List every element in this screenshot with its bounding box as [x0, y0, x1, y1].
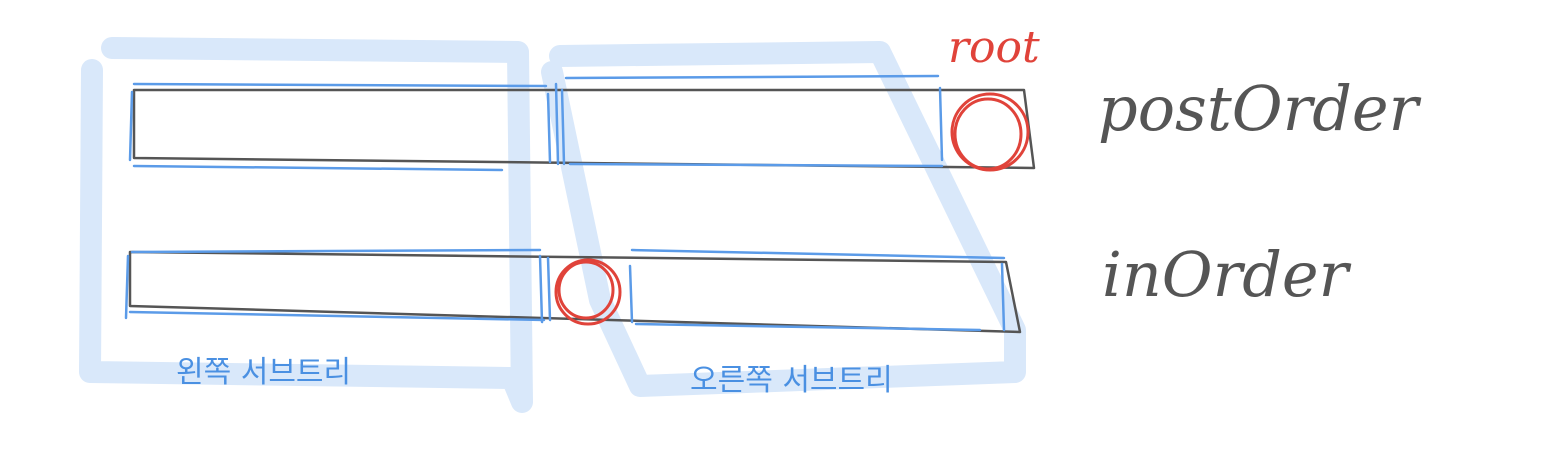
inorder-root-marker	[554, 258, 622, 326]
root-label: root	[948, 22, 1040, 73]
postorder-subtree-strokes	[128, 74, 944, 172]
inorder-label: inOrder	[1102, 238, 1352, 311]
left-subtree-label: 왼쪽 서브트리	[176, 355, 351, 390]
postorder-array-outline	[132, 88, 1036, 170]
inorder-subtree-strokes	[124, 248, 1006, 332]
inorder-array	[124, 248, 1022, 334]
postorder-root-marker	[950, 92, 1030, 172]
inorder-array-outline	[128, 250, 1022, 334]
postorder-label: postOrder	[1098, 72, 1422, 145]
left-subtree-highlight	[79, 37, 533, 413]
right-subtree-label: 오른쪽 서브트리	[690, 363, 893, 398]
postorder-array	[128, 74, 1036, 172]
right-subtree-highlight	[541, 41, 1026, 397]
